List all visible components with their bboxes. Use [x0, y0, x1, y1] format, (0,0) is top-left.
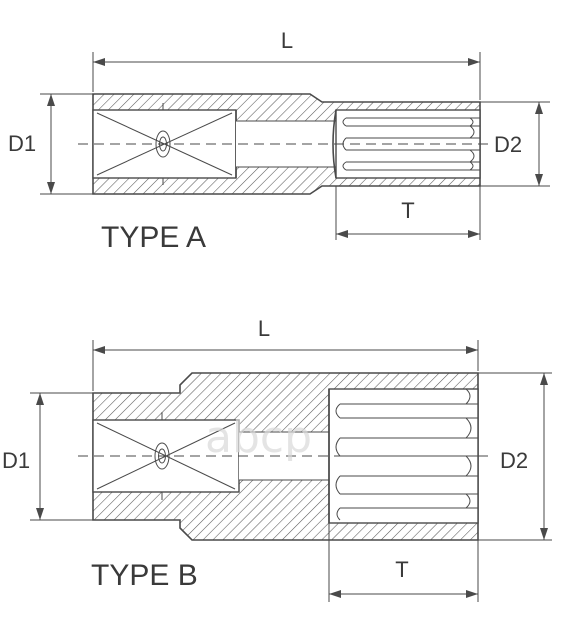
type-a-drawing: L D1 D2 T TYPE A	[8, 28, 550, 254]
type-b-dim-d1-label: D1	[2, 448, 30, 473]
type-b-drawing: L D1 D2 T TYPE B	[2, 316, 552, 602]
type-b-dim-d2-label: D2	[500, 448, 528, 473]
watermark-logo: abcp	[205, 412, 312, 463]
type-a-dim-d1-label: D1	[8, 131, 36, 156]
type-a-dim-t-label: T	[401, 198, 414, 223]
type-b-label: TYPE B	[91, 559, 198, 592]
type-b-dim-t: T	[328, 523, 479, 602]
type-b-dim-t-label: T	[395, 557, 408, 582]
type-b-dim-l: L	[92, 316, 479, 391]
type-b-dim-d1: D1	[2, 392, 93, 521]
type-a-dim-l-label: L	[281, 28, 293, 53]
type-a-dim-t: T	[335, 186, 481, 240]
type-a-dim-l: L	[92, 28, 481, 100]
type-b-dim-d2: D2	[478, 372, 552, 541]
type-b-dim-l-label: L	[258, 316, 270, 341]
type-a-label: TYPE A	[101, 221, 206, 254]
type-a-dim-d2: D2	[480, 101, 550, 187]
type-a-dim-d1: D1	[8, 93, 93, 195]
type-a-dim-d2-label: D2	[494, 132, 522, 157]
